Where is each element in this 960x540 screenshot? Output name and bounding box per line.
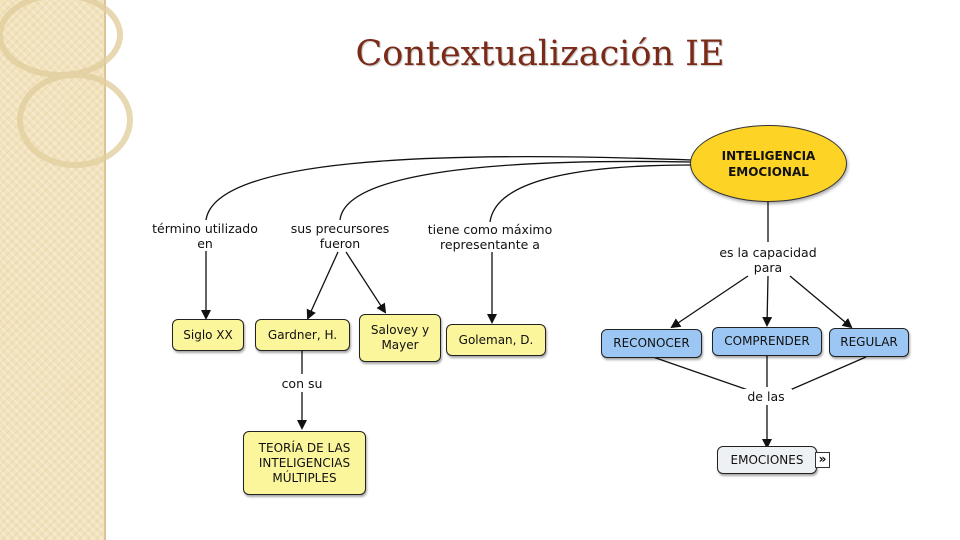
node-reconocer-label: RECONOCER [613,336,690,350]
link-label-termino: término utilizado en [146,221,264,251]
slide-title: Contextualización IE [355,34,725,74]
decorative-sidebar [0,0,105,540]
node-emociones-label: EMOCIONES [730,452,804,467]
line-capacidad-reconocer [670,275,749,329]
root-node-inteligencia-emocional[interactable]: INTELIGENCIA EMOCIONAL [690,125,847,202]
node-regular[interactable]: REGULAR [829,328,909,357]
node-reconocer[interactable]: RECONOCER [601,329,702,358]
link-label-de-las: de las [740,389,792,404]
line-capacidad-comprender [762,275,773,327]
line-precursores-salovey [345,251,387,314]
node-salovey-mayer[interactable]: Salovey y Mayer [359,314,441,362]
node-salovey-mayer-label: Salovey y Mayer [370,323,430,352]
node-goleman[interactable]: Goleman, D. [446,324,546,356]
node-siglo-xx-label: Siglo XX [183,327,233,342]
line-root-precursores [339,160,693,221]
node-gardner[interactable]: Gardner, H. [255,319,350,351]
line-regular-delas [789,356,867,391]
link-label-maximo: tiene como máximo representante a [420,222,560,252]
sidebar-rings [0,0,133,168]
node-emociones[interactable]: EMOCIONES [717,446,817,474]
node-comprender[interactable]: COMPRENDER [712,327,822,356]
sidebar-divider [104,0,106,540]
node-teoria-inteligencias[interactable]: TEORÍA DE LAS INTELIGENCIAS MÚLTIPLES [243,431,366,495]
node-comprender-label: COMPRENDER [724,334,810,348]
node-goleman-label: Goleman, D. [458,332,534,347]
link-label-precursores: sus precursores fueron [284,221,396,251]
node-siglo-xx[interactable]: Siglo XX [172,319,244,351]
line-precursores-gardner [306,251,339,320]
node-gardner-label: Gardner, H. [267,327,338,342]
line-reconocer-delas [652,356,749,391]
root-node-label: INTELIGENCIA EMOCIONAL [721,148,816,179]
node-teoria-label: TEORÍA DE LAS INTELIGENCIAS MÚLTIPLES [258,440,351,485]
link-label-con-su: con su [276,376,328,391]
node-regular-label: REGULAR [840,335,898,349]
line-root-maximo [489,164,693,223]
expand-chevrons-icon[interactable]: » [815,452,830,468]
link-label-capacidad: es la capacidad para [712,245,824,275]
line-root-termino [205,155,693,221]
line-capacidad-regular [789,275,853,329]
